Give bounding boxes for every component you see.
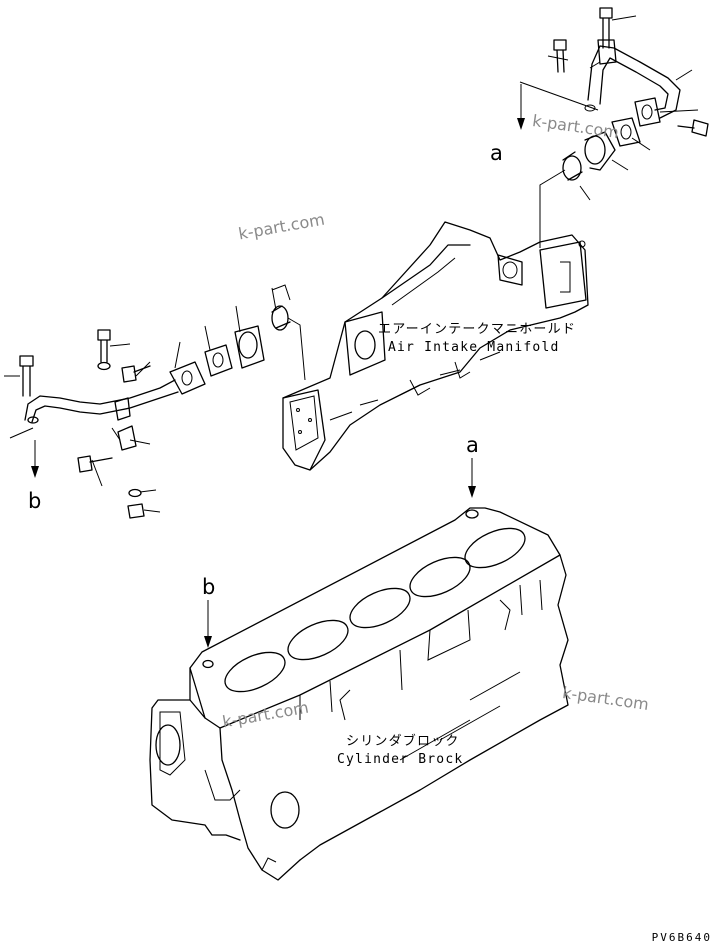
block-label-english: Cylinder Brock xyxy=(337,752,464,767)
upper-pipe-assembly xyxy=(519,7,709,248)
air-intake-manifold xyxy=(282,221,589,471)
reference-arrows xyxy=(31,84,525,648)
ref-letter-b-block: b xyxy=(202,575,216,599)
cylinder-block xyxy=(149,507,569,881)
drawing-code: PV6B640 xyxy=(651,931,712,944)
block-label-japanese: シリンダブロック xyxy=(346,734,460,749)
ref-letter-b-left: b xyxy=(28,489,42,513)
lower-pipe-assembly xyxy=(4,284,306,519)
manifold-label-japanese: エアーインテークマニホールド xyxy=(378,322,577,337)
manifold-label-english: Air Intake Manifold xyxy=(388,340,560,355)
ref-letter-a-block: a xyxy=(466,433,479,457)
ref-letter-a-top: a xyxy=(490,141,503,165)
